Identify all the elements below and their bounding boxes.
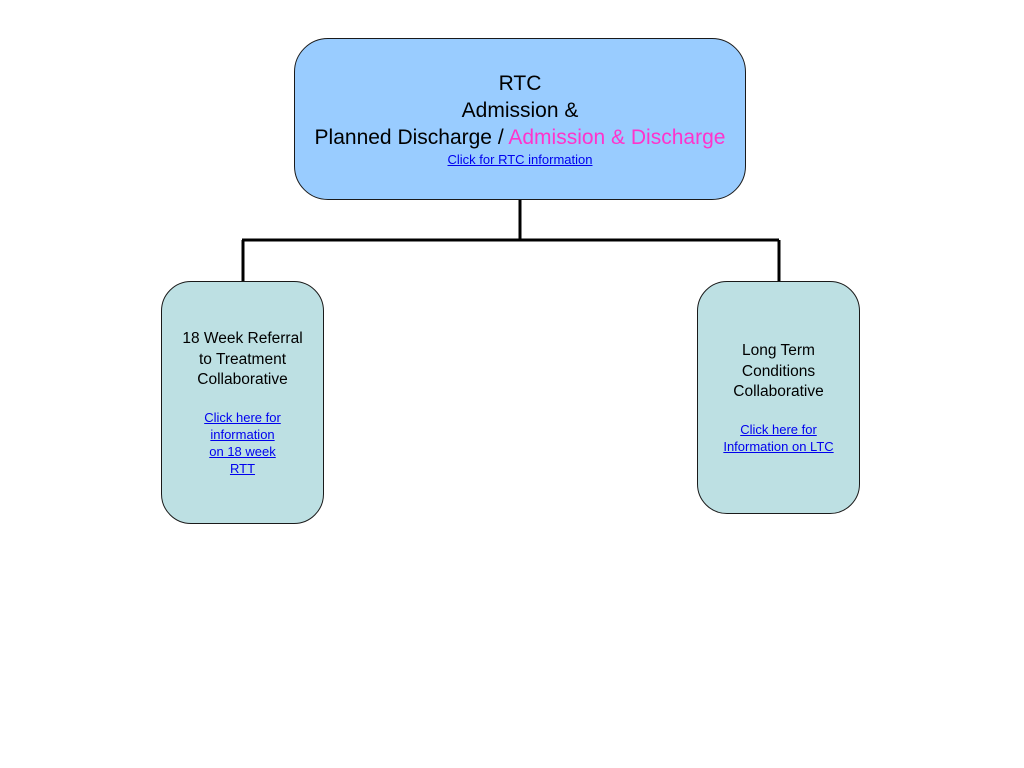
ltc-title-line-1: Long Term xyxy=(742,342,815,359)
ltc-title-line-2: Conditions xyxy=(741,362,816,380)
rtc-discharge-line: Planned Discharge / Admission & Discharg… xyxy=(315,124,726,151)
rtt-title-line-1: 18 Week Referral xyxy=(182,330,303,347)
rtt-info-link-line-4[interactable]: RTT xyxy=(229,460,256,476)
rtc-discharge-text: Planned Discharge / xyxy=(314,126,509,149)
rtt-box: 18 Week Referral to Treatment Collaborat… xyxy=(161,281,324,524)
rtc-info-link[interactable]: Click for RTC information xyxy=(447,152,593,167)
ltc-title-line-3: Collaborative xyxy=(733,383,824,400)
rtc-subtitle: Admission & xyxy=(461,99,579,122)
rtc-box: RTC Admission & Planned Discharge / Admi… xyxy=(294,38,746,200)
rtc-discharge-accent: Admission & Discharge xyxy=(508,126,726,149)
ltc-box: Long Term Conditions Collaborative Click… xyxy=(697,281,860,514)
ltc-info-link-line-1[interactable]: Click here for xyxy=(740,421,817,437)
rtt-title-line-3: Collaborative xyxy=(197,371,288,388)
rtt-info-link-line-2[interactable]: information xyxy=(210,426,275,442)
rtc-title: RTC xyxy=(498,72,542,95)
ltc-info-link-line-2[interactable]: Information on LTC xyxy=(723,438,834,454)
rtt-info-link-line-1[interactable]: Click here for xyxy=(204,409,281,425)
rtt-title-line-2: to Treatment xyxy=(198,350,286,368)
rtt-info-link-line-3[interactable]: on 18 week xyxy=(209,443,276,459)
